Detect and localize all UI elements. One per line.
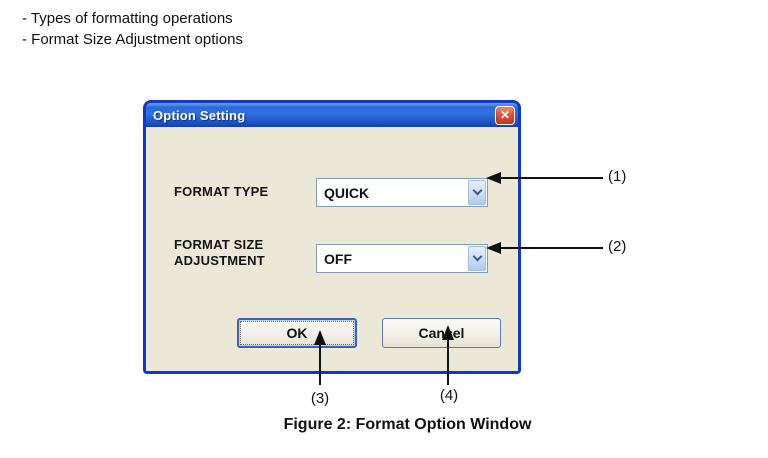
- format-type-dropdown-button[interactable]: [468, 180, 486, 205]
- format-type-dropdown[interactable]: QUICK: [316, 178, 488, 207]
- format-type-label: FORMAT TYPE: [174, 184, 269, 199]
- chevron-down-icon: [472, 251, 482, 262]
- chevron-down-icon: [472, 185, 482, 196]
- note-line-2: - Format Size Adjustment options: [22, 31, 243, 48]
- figure-caption: Figure 2: Format Option Window: [283, 416, 532, 433]
- format-size-adjustment-label: FORMAT SIZE ADJUSTMENT: [174, 237, 265, 268]
- ok-button[interactable]: OK: [237, 318, 357, 348]
- callout-label-1: (1): [608, 168, 627, 185]
- format-size-adjustment-dropdown[interactable]: OFF: [316, 244, 488, 273]
- dialog-title: Option Setting: [153, 107, 246, 123]
- callout-label-4: (4): [439, 387, 459, 404]
- note-line-1: - Types of formatting operations: [22, 10, 233, 27]
- cancel-button[interactable]: Cancel: [382, 318, 501, 348]
- format-size-adjustment-value: OFF: [324, 250, 352, 267]
- option-setting-dialog: Option Setting ✕ FORMAT TYPE QUICK FORMA…: [143, 100, 521, 374]
- dialog-body: FORMAT TYPE QUICK FORMAT SIZE ADJUSTMENT…: [146, 127, 518, 371]
- callout-label-2: (2): [608, 238, 627, 255]
- intro-notes: - Types of formatting operations - Forma…: [22, 8, 243, 50]
- format-type-value: QUICK: [324, 184, 370, 201]
- dialog-titlebar[interactable]: Option Setting ✕: [146, 103, 518, 127]
- format-size-dropdown-button[interactable]: [468, 246, 486, 271]
- close-icon[interactable]: ✕: [495, 105, 515, 125]
- callout-label-3: (3): [310, 390, 330, 407]
